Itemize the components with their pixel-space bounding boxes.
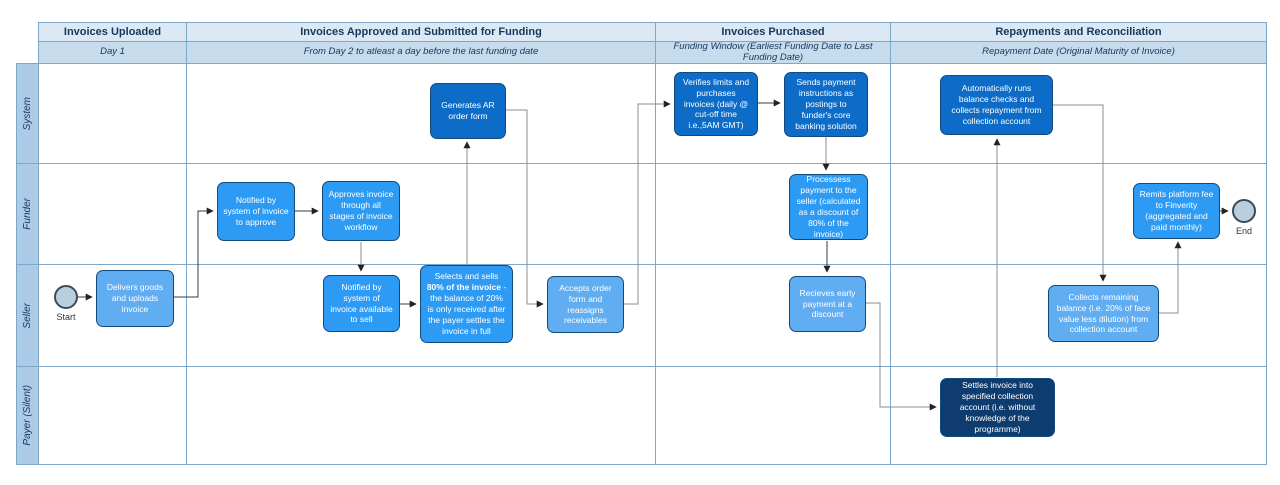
task-verifies-limits-purchases[interactable]: Verifies limits and purchases invoices (… [674,72,758,136]
phase-title: Invoices Approved and Submitted for Fund… [300,26,542,38]
start-event-label: Start [56,312,76,322]
task-automatically-runs-balance-checks[interactable]: Automatically runs balance checks and co… [940,75,1053,135]
phase-subtitle: Funding Window (Earliest Funding Date to… [673,41,873,63]
phase-title: Repayments and Reconciliation [995,26,1162,38]
task-remits-platform-fee[interactable]: Remits platform fee to Finverity (aggreg… [1133,183,1220,239]
arrow-generates-ar-to-accepts [506,109,544,308]
lane-divider-funder-seller [38,264,1267,265]
task-label: Notified by system of invoice available … [330,281,393,325]
task-accepts-order-form[interactable]: Accepts order form and reassigns receiva… [547,276,624,333]
task-notified-invoice-available-to-sell[interactable]: Notified by system of invoice available … [323,275,400,332]
task-label: Selects and sells 80% of the invoice - t… [426,271,507,336]
task-label: Verifies limits and purchases invoices (… [682,76,750,131]
task-selects-and-sells-80pct[interactable]: Selects and sells 80% of the invoice - t… [420,265,513,343]
task-label: Approves invoice through all stages of i… [328,189,394,232]
task-label: Delivers goods and uploads invoice [106,282,164,314]
task-label: Sends payment instructions as postings t… [795,77,857,131]
task-generates-ar-order-form[interactable]: Generates AR order form [430,83,506,139]
task-collects-remaining-balance[interactable]: Collects remaining balance (i.e. 20% of … [1048,285,1159,342]
task-label: Remits platform fee to Finverity (aggreg… [1139,189,1214,232]
task-settles-invoice-collection-account[interactable]: Settles invoice into specified collectio… [940,378,1055,437]
arrow-recieves-to-settles [866,302,937,411]
task-approves-invoice-workflow[interactable]: Approves invoice through all stages of i… [322,181,400,241]
lane-divider-system-funder [38,163,1267,164]
lane-divider-seller-payer [38,366,1267,367]
end-event-label: End [1235,226,1252,236]
task-label: Accepts order form and reassigns receiva… [559,282,612,326]
phase-subtitle: From Day 2 to atleast a day before the l… [303,46,539,58]
arrow-collects-to-remits [1159,241,1182,314]
phase-title: Invoices Uploaded [63,26,162,38]
task-sends-payment-instructions[interactable]: Sends payment instructions as postings t… [784,72,868,137]
start-event-circle[interactable] [54,285,78,309]
phase-header-approved-submitted: Invoices Approved and Submitted for Fund… [186,22,656,42]
phase-subtitle: Repayment Date (Original Maturity of Inv… [982,46,1175,58]
arrow-auto-runs-to-collects [1053,104,1107,282]
task-label: Automatically runs balance checks and co… [951,83,1042,126]
phase-title: Invoices Purchased [721,26,825,38]
phase-header-invoices-purchased: Invoices Purchased [655,22,891,42]
task-label: Collects remaining balance (i.e. 20% of … [1056,291,1151,335]
end-event-circle[interactable] [1232,199,1256,223]
task-label: Recieves early payment at a discount [799,287,856,320]
task-notified-invoice-to-approve[interactable]: Notified by system of invoice to approve [217,182,295,241]
phase-subtitle: Day 1 [100,46,125,58]
task-recieves-early-payment[interactable]: Recieves early payment at a discount [789,276,866,332]
task-label: Notified by system of invoice to approve [223,195,289,227]
task-delivers-goods-uploads-invoice[interactable]: Delivers goods and uploads invoice [96,270,174,327]
arrow-delivers-to-notified-approve [174,207,214,298]
task-label: Settles invoice into specified collectio… [959,380,1036,434]
task-label: Generates AR order form [441,100,495,121]
task-label: Processess payment to the seller (calcul… [796,174,861,239]
task-processess-payment-to-seller[interactable]: Processess payment to the seller (calcul… [789,174,868,240]
arrow-accepts-to-verifies [624,100,671,305]
